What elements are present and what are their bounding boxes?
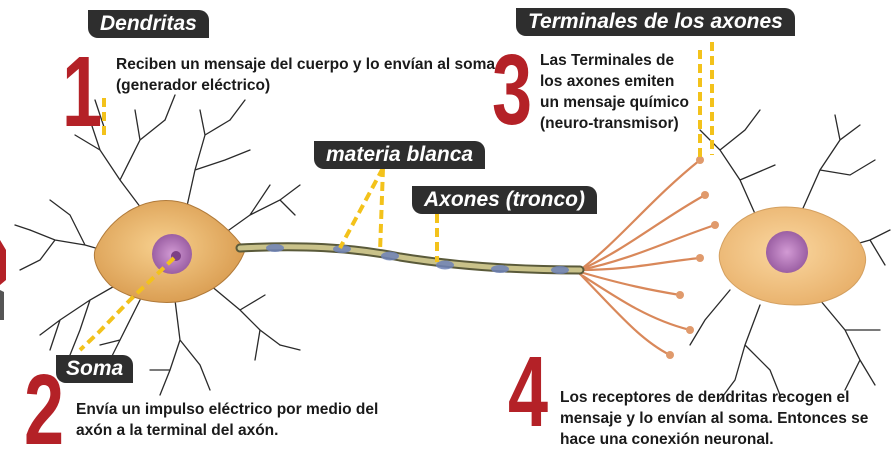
label-soma: Soma [56, 355, 134, 383]
synaptic-knobs [666, 156, 719, 359]
step-1-text: Reciben un mensaje del cuerpo y lo envía… [116, 56, 496, 94]
step-2-number: 2 [24, 354, 65, 466]
step-4-number: 4 [508, 336, 549, 448]
label-axones: Axones (tronco) [412, 186, 598, 214]
edge-mark [0, 240, 6, 320]
step-2-text: Envía un impulso eléctrico por medio del… [76, 401, 379, 439]
step-3-text: Las Terminales de los axones emiten un m… [540, 52, 690, 132]
left-dendrites [14, 94, 301, 396]
label-terminales: Terminales de los axones [516, 8, 795, 36]
label-materia-blanca: materia blanca [314, 141, 486, 169]
axon-terminals [578, 158, 717, 357]
step-4-text: Los receptores de dendritas recogen el m… [560, 389, 869, 448]
pointer-lines [78, 42, 714, 352]
right-nucleus [766, 231, 808, 273]
step-1-number: 1 [62, 36, 103, 148]
axon-trunk [235, 242, 585, 275]
neuron-illustration [14, 42, 891, 401]
right-dendrites [689, 109, 891, 401]
label-dendritas: Dendritas [88, 10, 209, 38]
step-3-number: 3 [492, 34, 533, 146]
